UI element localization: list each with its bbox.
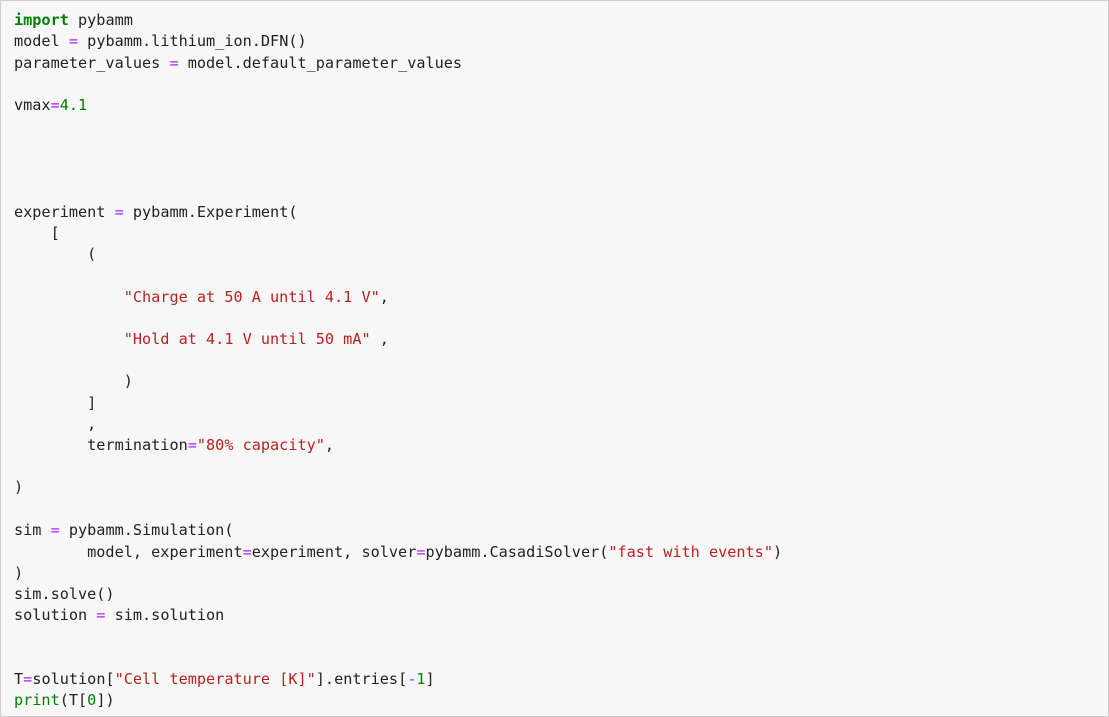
code-token: ( xyxy=(14,245,97,263)
code-token: "Hold at 4.1 V until 50 mA" xyxy=(123,330,371,348)
code-token: 1 xyxy=(416,670,426,688)
code-token: = xyxy=(242,543,252,561)
code-line: print(T[0]) xyxy=(14,690,115,710)
code-line: ) xyxy=(14,477,23,497)
code-line: ] xyxy=(14,393,96,413)
code-line: parameter_values = model.default_paramet… xyxy=(14,53,462,73)
code-token: 4.1 xyxy=(59,96,88,114)
code-token: ]) xyxy=(96,691,115,709)
code-token: vmax xyxy=(14,96,51,114)
code-token: print xyxy=(14,691,60,709)
code-line: model = pybamm.lithium_ion.DFN() xyxy=(14,31,307,51)
code-token: model.default_parameter_values xyxy=(178,54,463,72)
code-token: ) xyxy=(14,478,24,496)
code-token: solution[ xyxy=(32,670,115,688)
code-token xyxy=(14,330,124,348)
code-token: = xyxy=(169,54,179,72)
code-token: experiment xyxy=(14,203,115,221)
code-token: pybamm.Experiment( xyxy=(123,203,298,221)
code-token: ].entries[ xyxy=(315,670,408,688)
code-token: - xyxy=(407,670,417,688)
code-token: = xyxy=(23,670,33,688)
code-line: [ xyxy=(14,223,60,243)
code-line: experiment = pybamm.Experiment( xyxy=(14,202,297,222)
code-token: pybamm.CasadiSolver( xyxy=(425,543,609,561)
code-token: "Charge at 50 A until 4.1 V" xyxy=(123,288,380,306)
code-token: , xyxy=(370,330,389,348)
code-line: "Charge at 50 A until 4.1 V", xyxy=(14,287,389,307)
code-token: , xyxy=(14,415,97,433)
code-token: "80% capacity" xyxy=(196,436,325,454)
code-token: = xyxy=(68,32,79,50)
code-line: solution = sim.solution xyxy=(14,605,224,625)
code-token: ] xyxy=(14,394,97,412)
code-token: ] xyxy=(425,670,435,688)
code-token: = xyxy=(416,543,426,561)
code-token: model, experiment xyxy=(14,543,243,561)
code-token: sim xyxy=(14,521,51,539)
code-token: = xyxy=(187,436,197,454)
code-line: import pybamm xyxy=(14,10,133,30)
code-token: sim.solution xyxy=(105,606,225,624)
code-token: = xyxy=(114,203,124,221)
code-token: T xyxy=(14,670,24,688)
code-token: [ xyxy=(14,224,60,242)
code-token: pybamm.Simulation( xyxy=(59,521,234,539)
code-line: "Hold at 4.1 V until 50 mA" , xyxy=(14,329,389,349)
code-token: solution xyxy=(14,606,97,624)
code-token: 0 xyxy=(87,691,97,709)
code-line: vmax=4.1 xyxy=(14,95,87,115)
code-token: termination xyxy=(14,436,188,454)
code-token: pybamm xyxy=(68,11,133,29)
code-line: termination="80% capacity", xyxy=(14,435,334,455)
code-token: , xyxy=(324,436,335,454)
code-token: ) xyxy=(14,564,24,582)
code-line: T=solution["Cell temperature [K]"].entri… xyxy=(14,669,435,689)
code-token: "fast with events" xyxy=(608,543,773,561)
code-token: sim.solve() xyxy=(14,585,115,603)
code-line: , xyxy=(14,414,96,434)
code-token: (T[ xyxy=(59,691,88,709)
code-token xyxy=(14,288,124,306)
code-line: ( xyxy=(14,244,96,264)
code-token: import xyxy=(14,11,69,29)
code-token: model xyxy=(14,32,69,50)
code-line: ) xyxy=(14,371,133,391)
code-line: sim.solve() xyxy=(14,584,115,604)
code-token: pybamm.lithium_ion.DFN() xyxy=(78,32,307,50)
code-token: = xyxy=(96,606,106,624)
code-token: ) xyxy=(772,543,783,561)
code-line: ) xyxy=(14,563,23,583)
code-token: = xyxy=(50,96,60,114)
code-token: , xyxy=(379,288,389,306)
code-token: parameter_values xyxy=(14,54,170,72)
code-line: sim = pybamm.Simulation( xyxy=(14,520,233,540)
code-token: experiment, solver xyxy=(251,543,417,561)
code-token: ) xyxy=(14,372,133,390)
code-token: "Cell temperature [K]" xyxy=(114,670,316,688)
code-token: = xyxy=(50,521,60,539)
code-line: model, experiment=experiment, solver=pyb… xyxy=(14,542,782,562)
